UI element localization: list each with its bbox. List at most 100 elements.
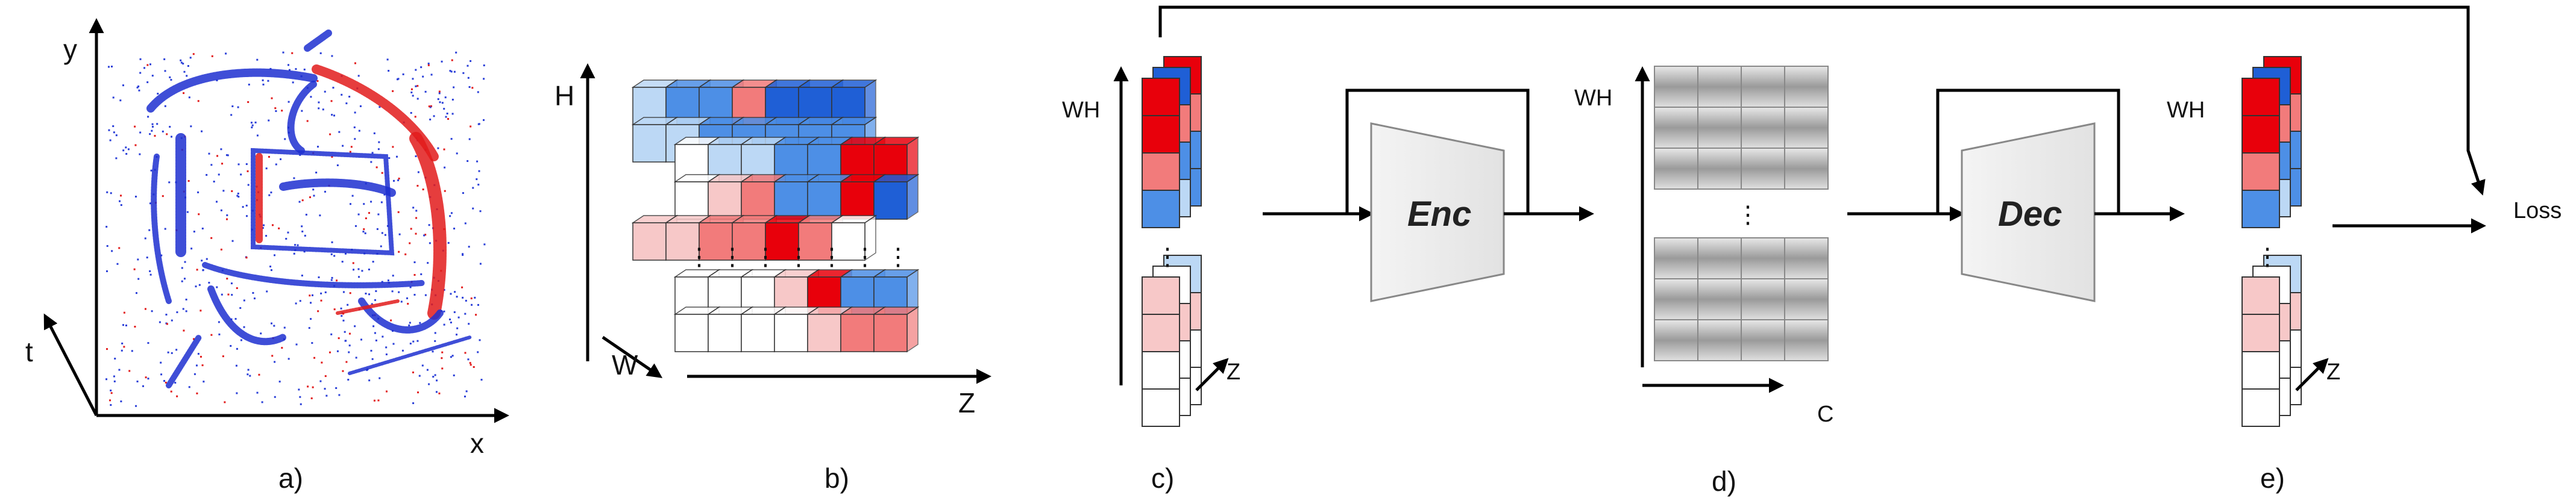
event-dot	[154, 135, 156, 137]
event-dot	[151, 129, 153, 132]
event-dot	[251, 124, 254, 126]
event-dot	[345, 102, 348, 105]
event-dot	[291, 52, 294, 54]
event-dot	[222, 190, 225, 192]
event-dot	[303, 250, 306, 253]
event-dot	[121, 349, 123, 352]
event-dot	[282, 51, 284, 54]
ellipsis-dots: ⋮	[753, 244, 778, 270]
event-dot	[310, 318, 312, 320]
event-dot	[418, 375, 421, 377]
voxel-front	[732, 222, 766, 261]
z-axis-label: Z	[958, 387, 975, 419]
event-dot	[443, 148, 445, 151]
event-dot	[324, 190, 326, 193]
event-dot	[398, 178, 400, 180]
event-dot	[416, 85, 419, 87]
event-dot	[134, 144, 137, 146]
event-dot	[386, 58, 389, 61]
event-dot	[350, 146, 353, 148]
event-dot	[208, 281, 210, 284]
event-dot	[206, 258, 208, 260]
event-dot	[392, 146, 394, 148]
event-dot	[183, 70, 186, 73]
event-dot	[377, 148, 380, 151]
event-dot	[122, 84, 124, 87]
event-dot	[373, 399, 375, 402]
event-dot	[175, 349, 178, 351]
event-dot	[151, 125, 154, 128]
event-dot	[171, 352, 173, 354]
event-dot	[358, 276, 360, 278]
event-dot	[336, 279, 338, 282]
event-dot	[434, 374, 436, 376]
event-dot	[224, 401, 226, 403]
event-dot	[409, 343, 412, 345]
event-dot	[271, 224, 274, 226]
event-stroke	[409, 132, 447, 320]
event-dot	[185, 298, 187, 300]
stack-cell	[1142, 351, 1180, 390]
latent-cell	[1654, 319, 1698, 361]
event-dot	[300, 403, 302, 405]
caption-e: e)	[2260, 462, 2285, 494]
event-dot	[164, 228, 166, 230]
z-axis-label: Z	[2326, 359, 2340, 385]
event-dot	[374, 332, 376, 334]
event-dot	[230, 114, 233, 116]
event-dot	[134, 326, 136, 328]
voxel-side	[906, 173, 919, 220]
voxel-cube	[673, 306, 721, 353]
event-dot	[134, 196, 137, 198]
stack-cell	[2241, 78, 2280, 116]
event-dot	[287, 358, 290, 360]
event-dot	[118, 369, 121, 371]
event-dot	[134, 125, 136, 128]
event-dot	[349, 292, 351, 294]
event-dot	[444, 190, 446, 192]
wh-axis-label: WH	[2167, 98, 2205, 123]
event-dot	[476, 160, 479, 163]
event-dot	[464, 313, 467, 315]
event-dot	[110, 389, 112, 391]
event-stroke	[166, 334, 202, 388]
event-dot	[370, 161, 372, 163]
event-dot	[190, 125, 192, 128]
event-dot	[225, 218, 228, 220]
event-dot	[195, 285, 197, 288]
voxel-front	[708, 314, 742, 352]
event-dot	[236, 392, 238, 394]
event-dot	[445, 116, 447, 118]
event-dot	[137, 258, 139, 261]
event-dot	[110, 404, 112, 406]
w-axis-arrow	[602, 335, 663, 378]
event-dot	[236, 347, 238, 350]
decoder-label: Dec	[1998, 194, 2062, 234]
event-dot	[230, 282, 233, 285]
voxel-front	[741, 314, 775, 352]
event-dot	[355, 356, 357, 359]
event-dot	[398, 291, 400, 293]
event-dot	[483, 64, 485, 67]
event-dot	[285, 238, 287, 240]
latent-cell	[1654, 66, 1698, 108]
event-dot	[268, 119, 270, 122]
event-dot	[437, 98, 439, 101]
event-dot	[189, 57, 192, 59]
event-dot	[465, 299, 467, 302]
stack-cell	[2241, 276, 2280, 315]
event-dot	[231, 294, 233, 296]
latent-cell	[1741, 148, 1785, 190]
event-dot	[281, 347, 283, 349]
event-dot	[324, 375, 327, 378]
event-dot	[274, 361, 276, 363]
event-dot	[181, 280, 183, 282]
event-dot	[318, 276, 320, 279]
encoder-skip-loop	[1345, 89, 1530, 214]
event-dot	[479, 339, 481, 341]
event-dot	[256, 134, 259, 137]
event-dot	[147, 116, 149, 118]
event-dot	[430, 105, 432, 107]
event-dot	[380, 245, 382, 247]
event-dot	[319, 214, 321, 217]
